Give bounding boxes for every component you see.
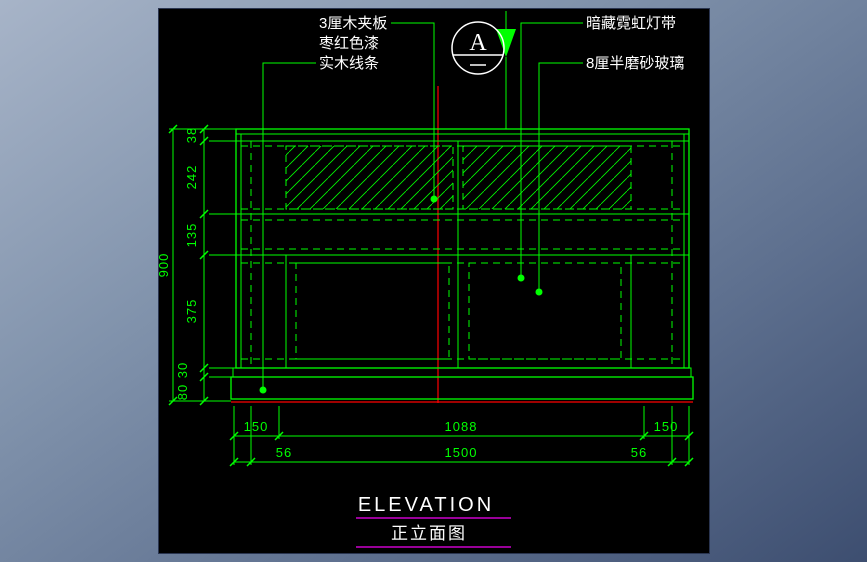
glass-panel-left <box>285 145 454 210</box>
door-left <box>295 262 450 360</box>
leader-dot-trim <box>259 386 267 394</box>
dim-30: 30 <box>175 362 190 378</box>
label-red-paint: 枣红色漆 <box>319 35 379 52</box>
label-plywood: 3厘木夹板 <box>319 14 387 32</box>
dim-150-left: 150 <box>244 419 269 434</box>
dim-150-right: 150 <box>654 419 679 434</box>
title-en: ELEVATION <box>358 494 494 516</box>
dim-135: 135 <box>184 223 199 248</box>
dim-1500: 1500 <box>445 445 478 460</box>
label-neon-strip: 暗藏霓虹灯带 <box>586 15 676 32</box>
section-marker: A <box>451 11 516 129</box>
label-wood-trim: 实木线条 <box>319 55 379 72</box>
label-frosted-glass: 8厘半磨砂玻璃 <box>586 55 684 72</box>
centerlines <box>231 86 693 403</box>
dim-80: 80 <box>175 384 190 400</box>
dim-242: 242 <box>184 165 199 190</box>
title-zh: 正立面图 <box>391 524 467 543</box>
callout-labels: 3厘木夹板 枣红色漆 实木线条 暗藏霓虹灯带 8厘半磨砂玻璃 <box>319 14 684 72</box>
leader-dot-glass <box>535 288 543 296</box>
dim-56-right: 56 <box>631 445 647 460</box>
dimension-bottom: 150 1088 150 56 1500 56 <box>229 406 694 467</box>
dim-56-left: 56 <box>276 445 292 460</box>
section-letter: A <box>469 30 487 56</box>
leader-dot-plywood <box>430 195 438 203</box>
drawing-canvas[interactable]: A <box>156 8 710 554</box>
dim-1088: 1088 <box>445 419 478 434</box>
dimension-left: 38 242 135 375 30 80 900 <box>156 124 236 406</box>
cabinet-drawing <box>230 128 694 400</box>
title-block: ELEVATION 正立面图 <box>356 494 511 548</box>
door-right <box>468 262 622 360</box>
elevation-drawing: A <box>156 11 694 548</box>
leader-dot-neon <box>517 274 525 282</box>
dim-375: 375 <box>184 299 199 324</box>
trim-band <box>232 367 692 378</box>
section-bubble <box>451 21 505 75</box>
leader-lines <box>259 22 583 394</box>
dim-900: 900 <box>159 253 171 278</box>
plinth <box>230 376 694 400</box>
glass-panel-right <box>462 145 632 210</box>
dim-38: 38 <box>184 127 199 143</box>
